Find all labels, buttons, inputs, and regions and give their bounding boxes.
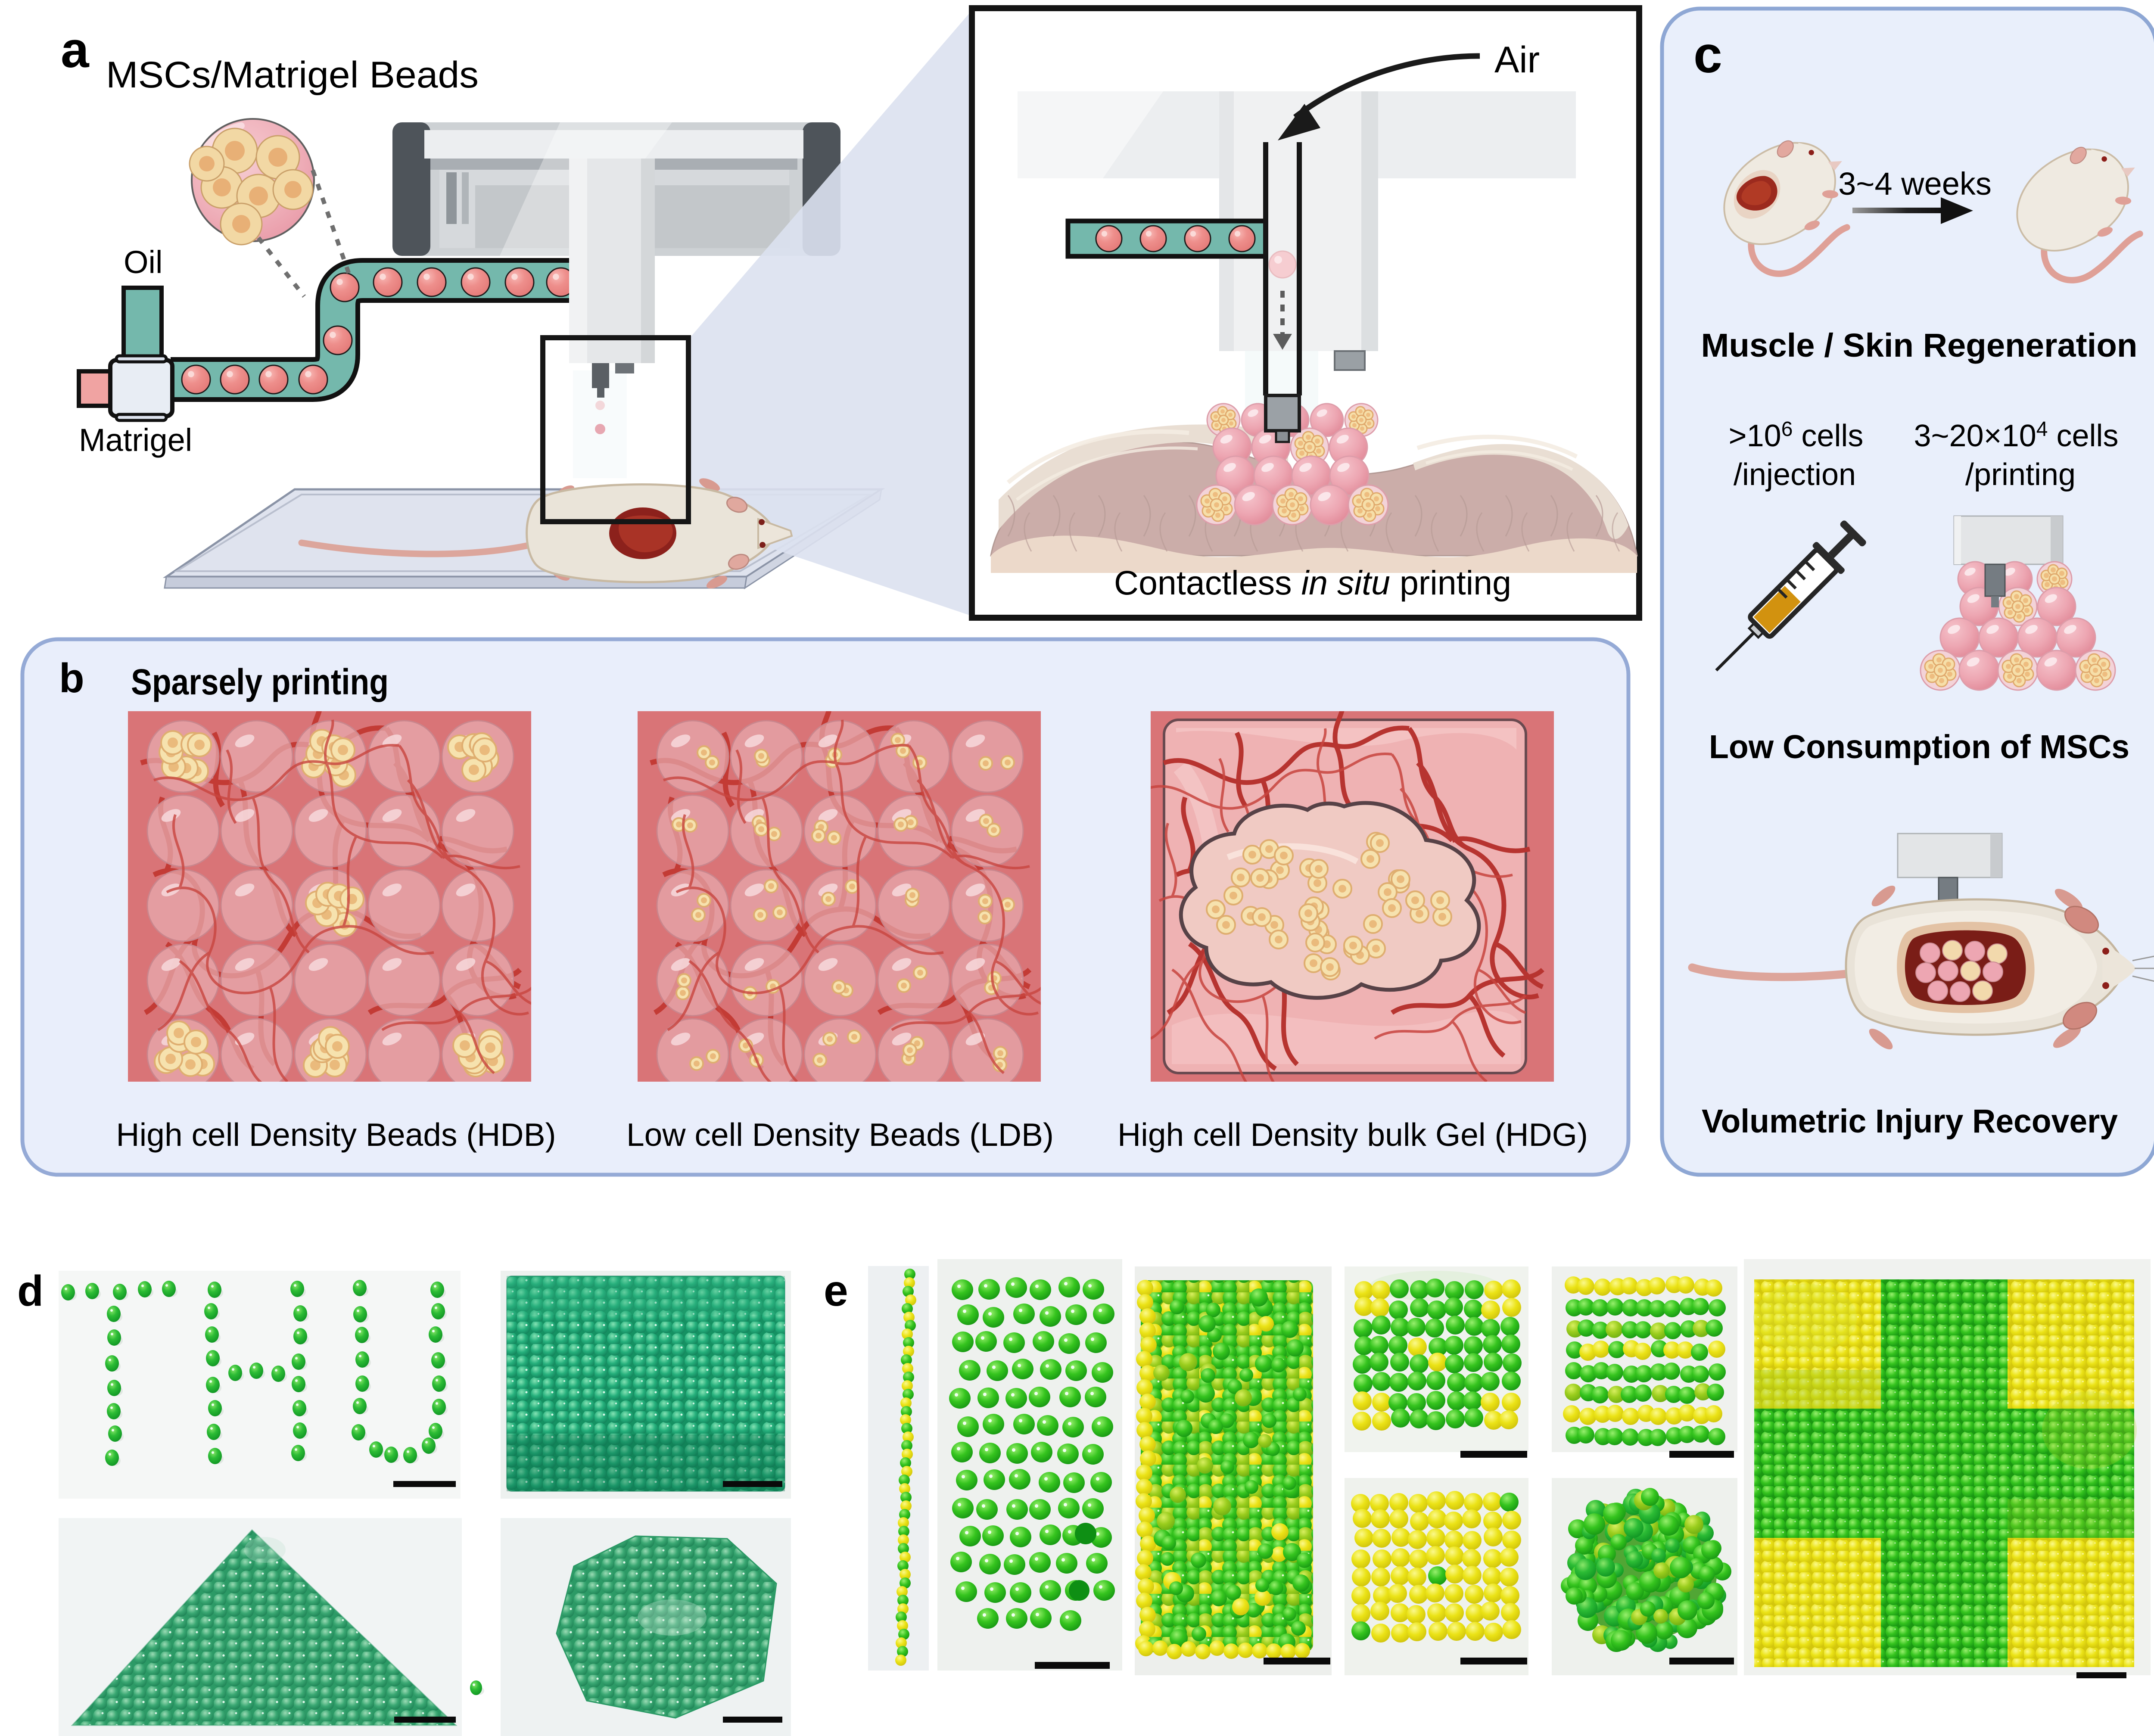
svg-text:Contactless in situ printing: Contactless in situ printing bbox=[1114, 563, 1511, 602]
svg-text:d: d bbox=[17, 1267, 44, 1315]
svg-text:Volumetric Injury Recovery: Volumetric Injury Recovery bbox=[1702, 1103, 2118, 1140]
svg-text:e: e bbox=[824, 1266, 848, 1315]
svg-text:MSCs/Matrigel Beads: MSCs/Matrigel Beads bbox=[106, 54, 479, 96]
svg-text:Muscle / Skin Regeneration: Muscle / Skin Regeneration bbox=[1701, 327, 2138, 364]
svg-text:a: a bbox=[61, 22, 90, 78]
svg-text:High cell Density bulk Gel (HD: High cell Density bulk Gel (HDG) bbox=[1117, 1117, 1588, 1153]
svg-text:>106 cells: >106 cells bbox=[1729, 418, 1864, 453]
svg-text:3~20×104 cells: 3~20×104 cells bbox=[1914, 418, 2118, 453]
svg-text:/injection: /injection bbox=[1734, 457, 1856, 492]
svg-text:Low Consumption of MSCs: Low Consumption of MSCs bbox=[1709, 728, 2129, 765]
svg-text:Air: Air bbox=[1494, 39, 1540, 81]
svg-text:/printing: /printing bbox=[1965, 457, 2076, 492]
svg-text:3~4 weeks: 3~4 weeks bbox=[1838, 166, 1992, 202]
svg-text:b: b bbox=[59, 655, 84, 701]
svg-text:c: c bbox=[1693, 26, 1722, 84]
svg-text:Matrigel: Matrigel bbox=[79, 422, 192, 458]
svg-text:Low cell Density Beads (LDB): Low cell Density Beads (LDB) bbox=[626, 1117, 1054, 1153]
svg-text:Oil: Oil bbox=[124, 244, 162, 280]
svg-text:High cell Density Beads (HDB): High cell Density Beads (HDB) bbox=[116, 1117, 556, 1153]
svg-text:Sparsely printing: Sparsely printing bbox=[131, 662, 389, 702]
